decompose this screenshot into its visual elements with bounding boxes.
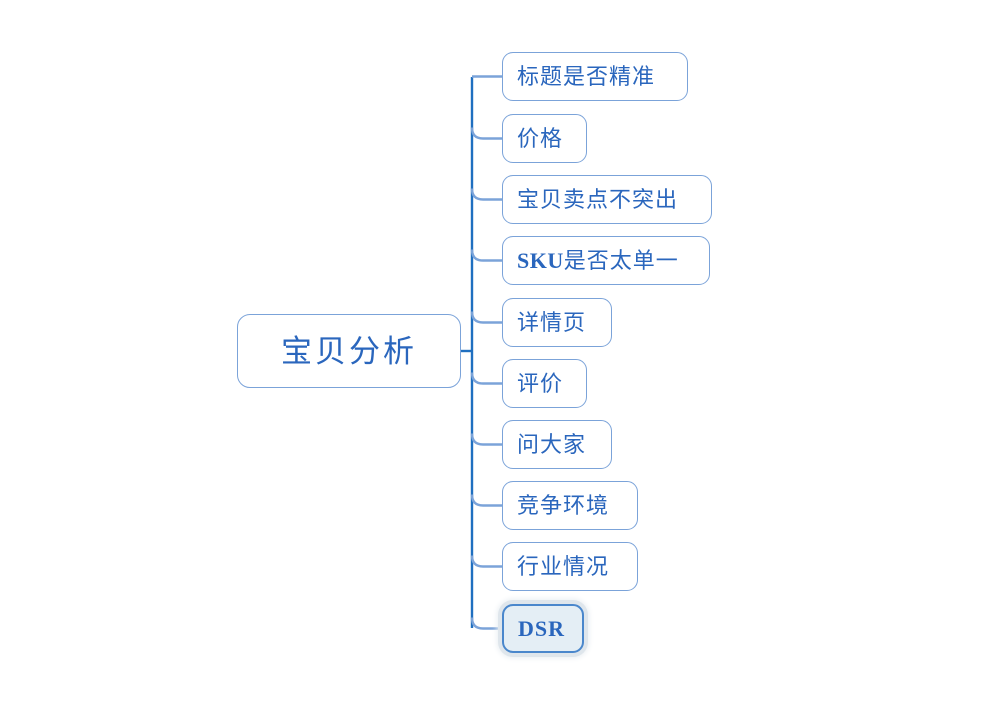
child-node-label: 详情页 — [517, 309, 587, 335]
child-node-label: 行业情况 — [517, 553, 610, 579]
connector-branch-1 — [470, 127, 502, 140]
connector-branch-6 — [470, 433, 502, 446]
child-node-label: 评价 — [517, 370, 564, 396]
root-node-label: 宝贝分析 — [281, 333, 417, 369]
child-node-label: 问大家 — [517, 431, 587, 457]
child-node-9[interactable]: DSR — [502, 604, 584, 653]
root-node-baobei-fenxi[interactable]: 宝贝分析 — [237, 314, 461, 388]
connector-branch-9 — [470, 617, 502, 630]
child-node-0[interactable]: 标题是否精准 — [502, 52, 688, 101]
child-node-2[interactable]: 宝贝卖点不突出 — [502, 175, 712, 224]
label-latin-part: SKU — [517, 247, 564, 273]
child-node-6[interactable]: 问大家 — [502, 420, 612, 469]
child-node-label: SKU是否太单一 — [517, 247, 679, 273]
connector-branch-5 — [470, 372, 502, 385]
child-node-label: 竞争环境 — [517, 492, 610, 518]
child-node-label: 宝贝卖点不突出 — [517, 186, 679, 212]
label-han-part: 是否太单一 — [563, 247, 679, 273]
child-node-8[interactable]: 行业情况 — [502, 542, 638, 591]
child-node-3[interactable]: SKU是否太单一 — [502, 236, 710, 285]
child-node-label: DSR — [518, 615, 566, 641]
child-node-7[interactable]: 竞争环境 — [502, 481, 638, 530]
connector-branch-2 — [470, 188, 502, 201]
child-node-label: 标题是否精准 — [517, 63, 656, 89]
child-node-label: 价格 — [517, 125, 564, 151]
connector-branch-3 — [470, 249, 502, 262]
connector-branch-4 — [470, 311, 502, 324]
connector-branch-8 — [470, 555, 502, 568]
child-node-5[interactable]: 评价 — [502, 359, 587, 408]
child-node-1[interactable]: 价格 — [502, 114, 587, 163]
connector-branch-7 — [470, 494, 502, 507]
child-node-4[interactable]: 详情页 — [502, 298, 612, 347]
